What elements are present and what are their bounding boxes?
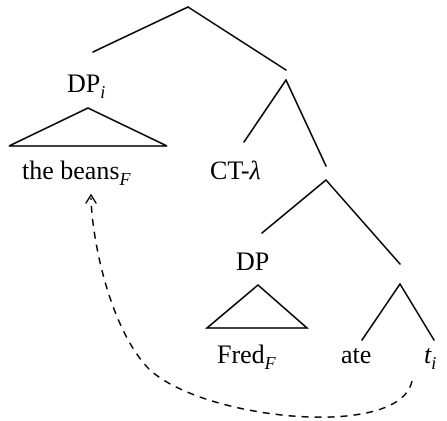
leaf-ate: ate: [341, 340, 371, 369]
movement-arrow-path: [90, 197, 413, 418]
node-dp-i-index: i: [100, 82, 105, 102]
leaf-the-beans: the beansF: [22, 156, 131, 189]
node-dp-i: DPi: [67, 69, 105, 102]
node-ct-lambda-base: CT-: [210, 156, 250, 185]
node-dp-i-base: DP: [67, 69, 100, 98]
leaf-fred: FredF: [217, 340, 277, 373]
leaf-fred-base: Fred: [217, 340, 265, 369]
branch-root-left: [92, 6, 189, 53]
branch-node2-left: [243, 79, 287, 143]
triangle-dp-i: [8, 107, 168, 147]
triangle-dp: [204, 283, 310, 329]
branch-node4-right: [399, 283, 435, 341]
leaf-trace-base: t: [424, 340, 432, 369]
branch-node3-right: [325, 179, 401, 265]
leaf-fred-focus: F: [264, 353, 277, 373]
branch-node2-right: [285, 79, 327, 167]
node-ct-lambda-symbol: λ: [249, 156, 261, 185]
leaf-trace: ti: [424, 340, 436, 373]
branch-node4-left: [361, 283, 401, 341]
node-ct-lambda: CT-λ: [210, 156, 261, 185]
leaf-the-beans-focus: F: [118, 169, 131, 189]
leaf-the-beans-base: the beans: [22, 156, 119, 185]
movement-arrowhead: [85, 193, 97, 204]
leaf-trace-index: i: [431, 353, 436, 373]
node-dp: DP: [236, 247, 269, 276]
tree-branches: [92, 6, 435, 341]
branch-root-right: [187, 6, 287, 71]
branch-node3-left: [261, 179, 327, 234]
